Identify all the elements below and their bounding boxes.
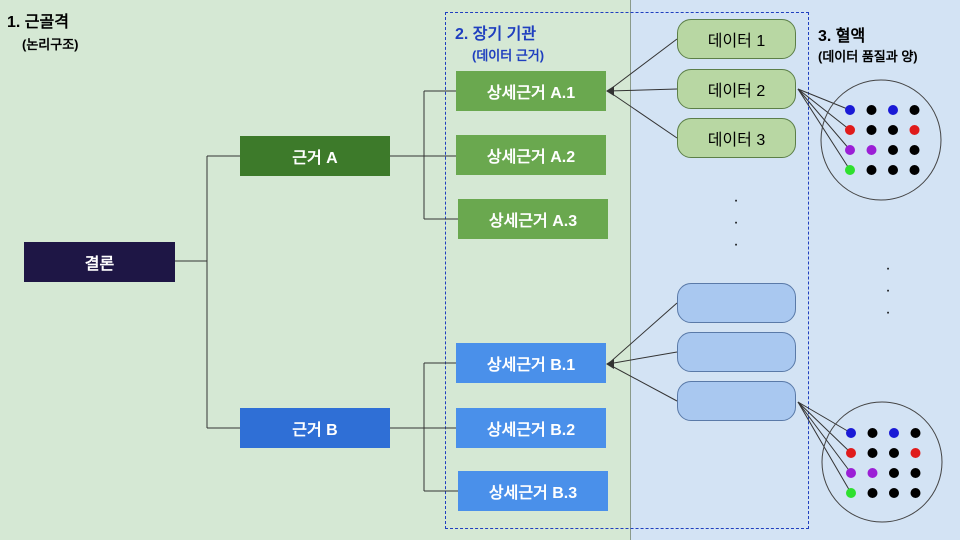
blood-dot [910,428,921,438]
data-item-blank-2 [677,332,796,372]
blood-dot [909,165,920,175]
blood-dot [866,125,877,135]
detail-b1-node: 상세근거 B.1 [456,343,606,383]
arrow-data2-to-a1 [607,88,678,92]
skeleton-section-title: 1. 근골격 [7,14,69,31]
blood-dot [867,448,878,458]
arrowhead-b1 [606,359,614,369]
arrowhead-a1 [606,86,614,96]
link-blank3-dot-green [797,401,852,494]
blood-dot [888,145,898,155]
dot-grid-bottom [846,428,921,498]
skeleton-section-subtitle: (논리구조) [22,37,79,52]
blood-dot [889,468,899,478]
blood-section-title: 3. 혈액 [818,28,866,45]
blood-dot [846,488,856,498]
arrow-data1-to-a1 [607,38,678,92]
blood-dot [889,428,899,438]
arrow-data3-to-a1 [607,90,678,139]
blood-dot [845,165,855,175]
blood-dot [846,468,856,478]
link-data2-dot-red [797,88,851,131]
dot-grid-top [845,105,920,175]
blood-dot [910,468,921,478]
evidence-a-node: 근거 A [240,136,390,176]
blood-dot [866,165,877,175]
link-data2-dot-green [797,88,851,171]
blood-dot [846,428,856,438]
data-item-3: 데이터 3 [677,118,796,158]
blood-sample-circle-top [820,79,942,201]
link-blank3-dot-blue [797,401,852,434]
blood-dot [845,105,855,115]
blood-dot [888,105,898,115]
blood-dot [909,145,920,155]
blood-dot [866,145,877,155]
blood-dot [867,428,878,438]
evidence-b-node: 근거 B [240,408,390,448]
blood-sample-circle-bottom [821,401,943,523]
organs-section-subtitle: (데이터 근거) [472,48,545,63]
blood-dot [867,468,878,478]
blood-dot [909,105,920,115]
blood-dot [889,448,899,458]
link-data2-dot-purple [797,88,851,151]
ellipsis-data-vertical: ··· [733,192,739,253]
data-item-2: 데이터 2 [677,69,796,109]
blood-dot [888,125,898,135]
blood-dot [888,165,898,175]
blood-dot [845,145,855,155]
arrow-blank2-to-b1 [607,351,678,365]
organs-dashed-frame [445,12,809,529]
link-blank3-dot-purple [797,401,852,474]
ellipsis-blood-vertical: ··· [885,260,891,321]
blood-dot [910,488,921,498]
detail-b3-node: 상세근거 B.3 [458,471,608,511]
data-item-blank-1 [677,283,796,323]
detail-a1-node: 상세근거 A.1 [456,71,606,111]
link-data2-dot-blue [797,88,851,111]
arrow-blank1-to-b1 [607,302,678,365]
detail-a3-node: 상세근거 A.3 [458,199,608,239]
blood-section-subtitle: (데이터 품질과 양) [818,49,918,64]
blood-dot [845,125,855,135]
link-blank3-dot-red [797,401,852,454]
blood-dot [866,105,877,115]
blood-dot [909,125,920,135]
blood-dot [910,448,921,458]
conclusion-node: 결론 [24,242,175,282]
arrow-blank3-to-b1 [607,363,678,402]
detail-a2-node: 상세근거 A.2 [456,135,606,175]
data-item-1: 데이터 1 [677,19,796,59]
blood-dot [867,488,878,498]
blood-dot [846,448,856,458]
blood-dot [889,488,899,498]
data-item-blank-3 [677,381,796,421]
organs-section-title: 2. 장기 기관 [455,26,537,43]
detail-b2-node: 상세근거 B.2 [456,408,606,448]
